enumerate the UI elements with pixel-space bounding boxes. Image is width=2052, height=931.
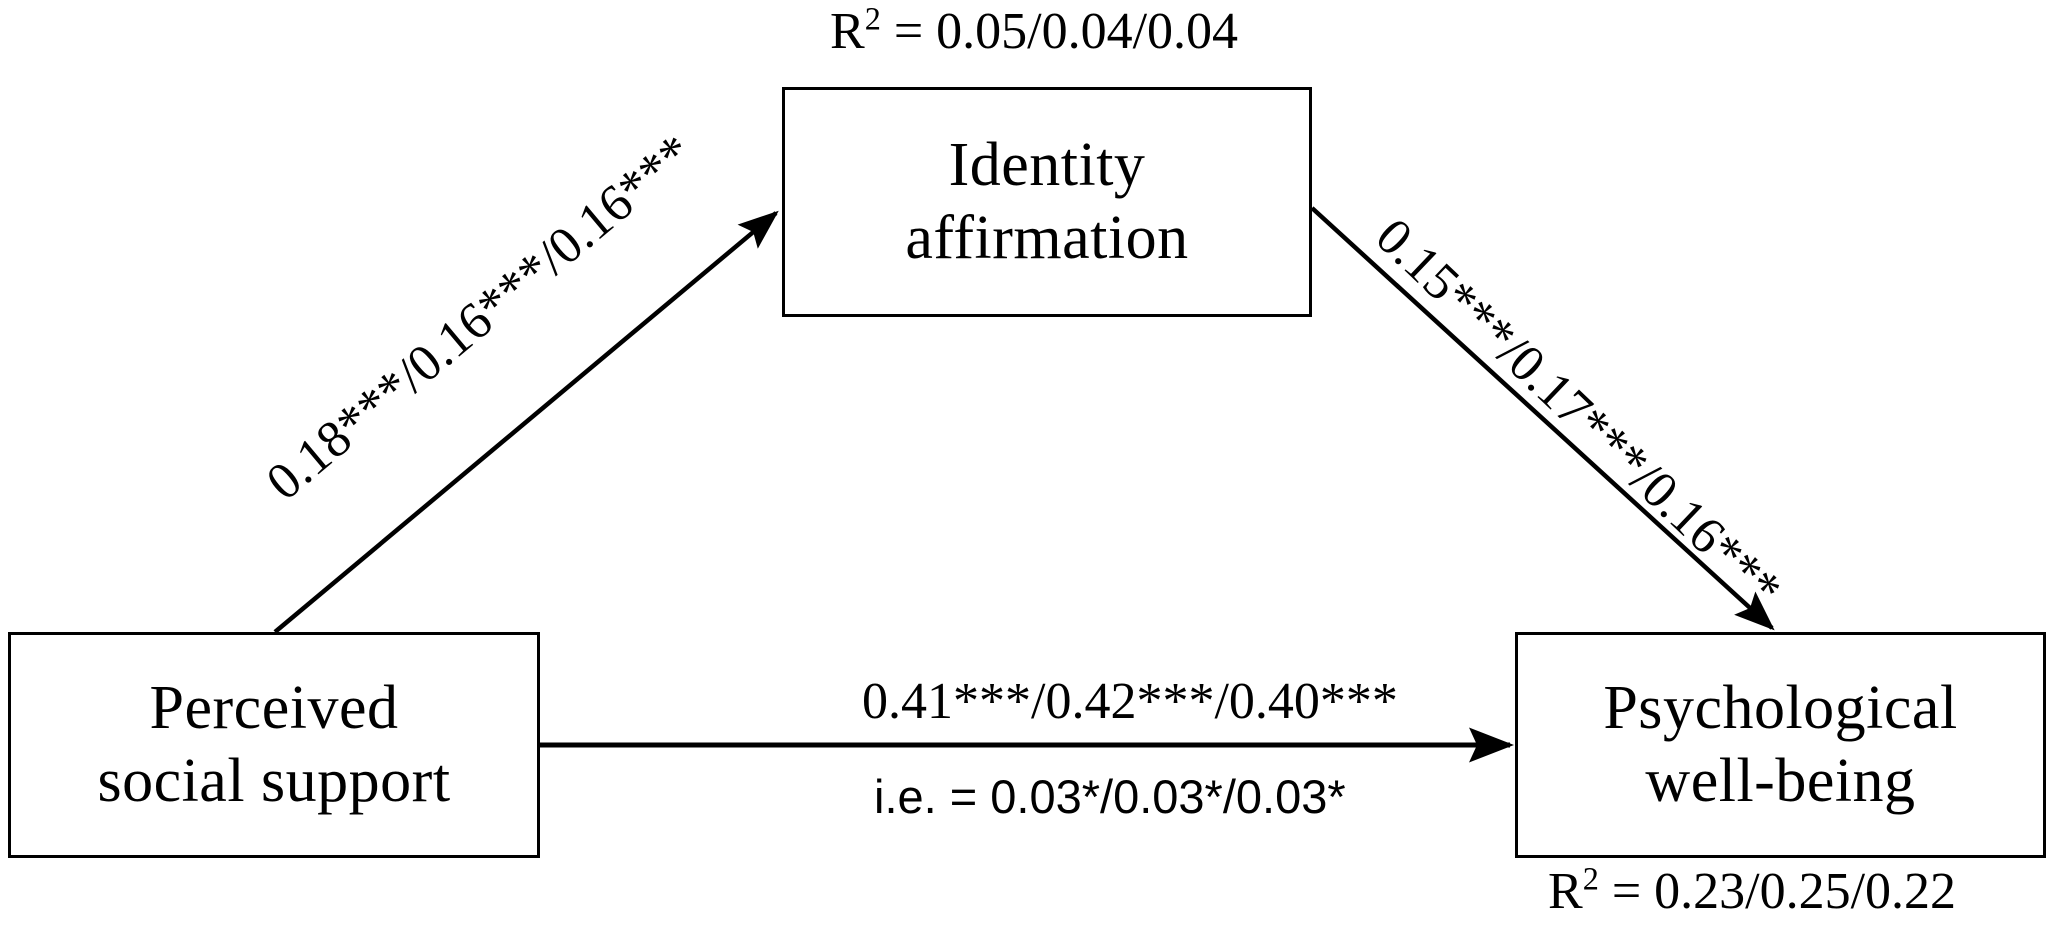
node-support-line-2: social support: [97, 747, 451, 815]
node-wellbeing-line-2: well-being: [1645, 747, 1916, 815]
node-psychological-well-being[interactable]: Psychological well-being: [1515, 632, 2046, 858]
node-identity-line-2: affirmation: [905, 204, 1189, 272]
r-squared-symbol-wellbeing: R: [1548, 863, 1583, 920]
path-label-direct-effect: 0.41***/0.42***/0.40***: [862, 673, 1398, 730]
path-label-indirect-effect: i.e. = 0.03*/0.03*/0.03*: [874, 770, 1346, 823]
node-wellbeing-line-1: Psychological: [1603, 673, 1958, 742]
arrow-identity-to-wellbeing: [1310, 206, 1775, 631]
r-squared-values-identity: = 0.05/0.04/0.04: [880, 3, 1239, 60]
r-squared-values-wellbeing: = 0.23/0.25/0.22: [1598, 863, 1957, 920]
r-squared-exponent-identity: 2: [864, 0, 881, 37]
r-squared-psychological-well-being: R2 = 0.23/0.25/0.22: [1548, 863, 1957, 920]
node-identity-line-1: Identity: [948, 130, 1146, 199]
r-squared-symbol-identity: R: [830, 3, 865, 60]
node-perceived-social-support[interactable]: Perceived social support: [8, 632, 540, 858]
node-support-line-1: Perceived: [149, 673, 399, 742]
node-identity-affirmation[interactable]: Identity affirmation: [782, 87, 1312, 317]
arrow-support-to-identity: [273, 210, 779, 634]
r-squared-exponent-wellbeing: 2: [1582, 860, 1599, 897]
r-squared-identity-affirmation: R2 = 0.05/0.04/0.04: [830, 3, 1239, 60]
